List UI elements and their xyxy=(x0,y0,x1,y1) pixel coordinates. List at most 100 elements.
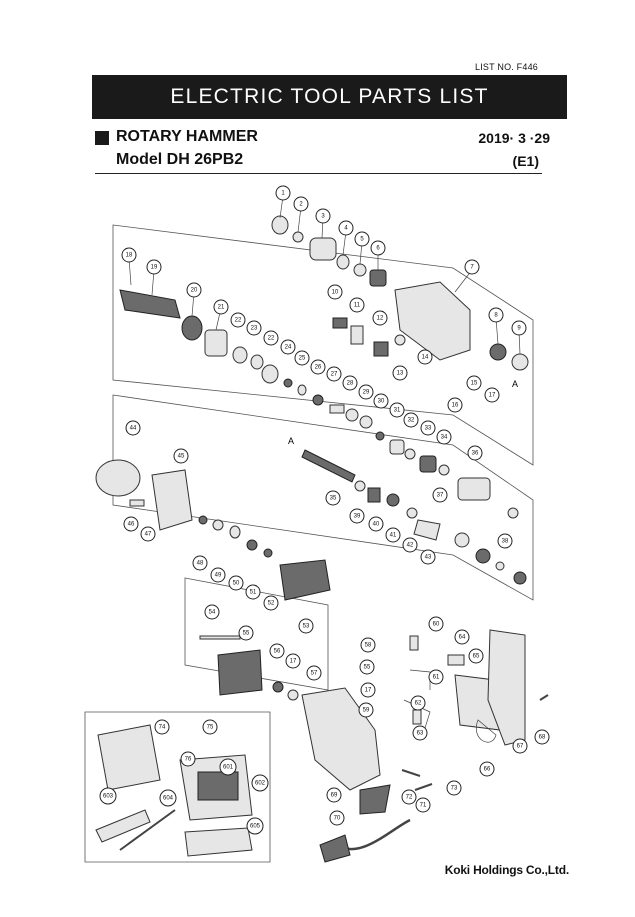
callout-label: 74 xyxy=(159,725,166,731)
callout-label: 53 xyxy=(303,624,310,630)
callout-part-40: 40 xyxy=(368,516,384,532)
callout-label: 32 xyxy=(408,418,415,424)
callout-part-71: 71 xyxy=(415,797,431,813)
callout-part-42: 42 xyxy=(402,537,418,553)
callout-label: 44 xyxy=(130,426,137,432)
callout-label: 45 xyxy=(178,454,185,460)
callout-part-67: 67 xyxy=(512,738,528,754)
callout-part-52: 52 xyxy=(263,595,279,611)
callout-label: 70 xyxy=(334,816,341,822)
callout-part-72: 72 xyxy=(401,789,417,805)
callout-label: 28 xyxy=(347,381,354,387)
callout-part-75: 75 xyxy=(202,719,218,735)
callout-part-604: 604 xyxy=(159,789,177,807)
callout-part-9: 9 xyxy=(511,320,527,336)
callout-label: 20 xyxy=(191,288,198,294)
callout-part-7: 7 xyxy=(464,259,480,275)
callout-label: 62 xyxy=(415,701,422,707)
callout-part-30: 30 xyxy=(373,393,389,409)
callout-part-4: 4 xyxy=(338,220,354,236)
callout-part-22: 22 xyxy=(263,330,279,346)
callout-label: 21 xyxy=(218,305,225,311)
callout-label: 13 xyxy=(397,371,404,377)
callout-part-43: 43 xyxy=(420,549,436,565)
callout-label: 50 xyxy=(233,581,240,587)
callout-part-31: 31 xyxy=(389,402,405,418)
callout-part-16: 16 xyxy=(447,397,463,413)
callout-label: 66 xyxy=(484,767,491,773)
callout-label: 67 xyxy=(517,744,524,750)
callout-label: 9 xyxy=(517,326,521,332)
callout-label: 61 xyxy=(433,675,440,681)
callout-part-26: 26 xyxy=(310,359,326,375)
callout-label: 64 xyxy=(459,635,466,641)
callout-label: 60 xyxy=(433,622,440,628)
callout-part-39: 39 xyxy=(349,508,365,524)
part-illustrations xyxy=(95,215,549,863)
callout-layer: 1234567891011121314151617181920212223222… xyxy=(99,185,550,835)
page-title-banner: ELECTRIC TOOL PARTS LIST xyxy=(92,75,567,119)
callout-label: 25 xyxy=(299,356,306,362)
callout-label: 10 xyxy=(332,290,339,296)
section-mark-a-right: A xyxy=(512,379,518,389)
callout-part-76: 76 xyxy=(180,751,196,767)
model-name: Model DH 26PB2 xyxy=(116,151,244,168)
callout-label: 54 xyxy=(209,610,216,616)
callout-label: 46 xyxy=(128,522,135,528)
callout-label: 603 xyxy=(103,794,114,800)
callout-part-59: 59 xyxy=(358,702,374,718)
callout-label: 59 xyxy=(363,708,370,714)
callout-part-48: 48 xyxy=(192,555,208,571)
callout-part-58: 58 xyxy=(360,637,376,653)
callout-label: 5 xyxy=(360,237,364,243)
callout-part-17: 17 xyxy=(285,653,301,669)
callout-label: 65 xyxy=(473,654,480,660)
callout-label: 11 xyxy=(354,303,361,309)
motor-assembly-outline xyxy=(184,577,329,691)
callout-part-14: 14 xyxy=(417,349,433,365)
callout-part-2: 2 xyxy=(293,196,309,212)
callout-part-5: 5 xyxy=(354,231,370,247)
callout-label: 57 xyxy=(311,671,318,677)
callout-label: 55 xyxy=(364,665,371,671)
callout-label: 68 xyxy=(539,735,546,741)
callout-label: 38 xyxy=(502,539,509,545)
callout-label: 22 xyxy=(235,318,242,324)
callout-part-17: 17 xyxy=(484,387,500,403)
callout-part-23: 23 xyxy=(246,320,262,336)
callout-part-62: 62 xyxy=(410,695,426,711)
callout-part-69: 69 xyxy=(326,787,342,803)
callout-part-49: 49 xyxy=(210,567,226,583)
callout-label: 27 xyxy=(331,372,338,378)
list-number: LIST NO. F446 xyxy=(475,62,538,72)
callout-label: 42 xyxy=(407,543,414,549)
callout-label: 17 xyxy=(365,688,372,694)
callout-part-70: 70 xyxy=(329,810,345,826)
callout-part-27: 27 xyxy=(326,366,342,382)
callout-part-63: 63 xyxy=(412,725,428,741)
callout-part-3: 3 xyxy=(315,208,331,224)
callout-label: 76 xyxy=(185,757,192,763)
callout-label: 63 xyxy=(417,731,424,737)
callout-part-32: 32 xyxy=(403,412,419,428)
callout-part-12: 12 xyxy=(372,310,388,326)
callout-part-64: 64 xyxy=(454,629,470,645)
callout-part-44: 44 xyxy=(125,420,141,436)
callout-part-21: 21 xyxy=(213,299,229,315)
callout-label: 41 xyxy=(390,533,397,539)
callout-part-603: 603 xyxy=(99,787,117,805)
callout-part-46: 46 xyxy=(123,516,139,532)
callout-part-61: 61 xyxy=(428,669,444,685)
revision: (E1) xyxy=(512,153,539,169)
callout-label: 4 xyxy=(344,226,348,232)
section-mark-a-left: A xyxy=(288,436,294,446)
callout-label: 30 xyxy=(378,399,385,405)
callout-label: 17 xyxy=(489,393,496,399)
callout-part-74: 74 xyxy=(154,719,170,735)
callout-label: 48 xyxy=(197,561,204,567)
callout-part-601: 601 xyxy=(219,758,237,776)
callout-label: 56 xyxy=(274,649,281,655)
callout-part-11: 11 xyxy=(349,297,365,313)
callout-part-47: 47 xyxy=(140,526,156,542)
callout-label: 34 xyxy=(441,435,448,441)
